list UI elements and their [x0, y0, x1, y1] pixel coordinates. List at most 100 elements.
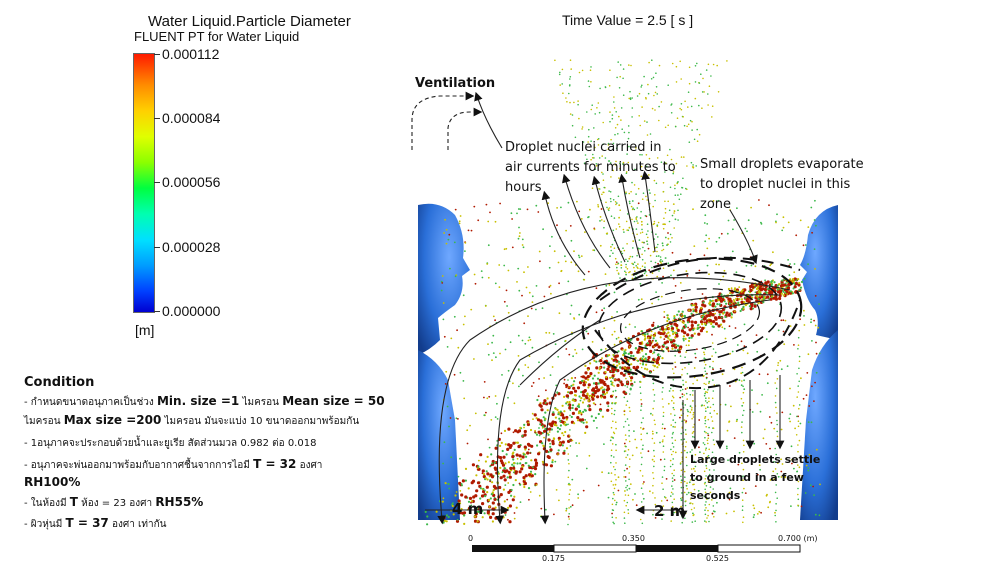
droplet [561, 440, 565, 444]
droplet [706, 401, 708, 404]
droplet [788, 417, 791, 420]
droplet [518, 454, 522, 458]
droplet [576, 405, 579, 408]
droplet [458, 481, 462, 485]
droplet [809, 484, 812, 487]
droplet [447, 482, 450, 486]
droplet [662, 244, 664, 247]
droplet [705, 397, 707, 400]
droplet [704, 407, 707, 410]
droplet [776, 378, 779, 380]
droplet [459, 490, 462, 492]
droplet [611, 333, 614, 336]
droplet [502, 516, 505, 519]
droplet [591, 397, 595, 401]
droplet [690, 312, 693, 315]
droplet [685, 500, 687, 502]
droplet [559, 424, 563, 427]
droplet [766, 288, 770, 291]
droplet [626, 418, 629, 420]
droplet [577, 412, 581, 415]
droplet [741, 499, 744, 502]
droplet [507, 427, 511, 431]
droplet [575, 352, 578, 355]
droplet [683, 470, 686, 473]
droplet [494, 282, 497, 285]
droplet [658, 270, 660, 272]
droplet [772, 251, 774, 254]
droplet [703, 404, 705, 407]
droplet [679, 60, 681, 63]
droplet [656, 275, 658, 278]
droplet [616, 364, 619, 367]
droplet [601, 390, 606, 394]
droplet [652, 513, 654, 516]
droplet [674, 426, 676, 428]
droplet [516, 457, 519, 460]
droplet [675, 65, 678, 68]
droplet [669, 459, 672, 462]
droplet [669, 233, 672, 236]
droplet [640, 463, 643, 466]
droplet [712, 403, 715, 406]
droplet [489, 480, 491, 483]
droplet [494, 395, 497, 397]
droplet [646, 332, 649, 336]
droplet [776, 412, 778, 414]
droplet [531, 412, 534, 415]
droplet [776, 435, 779, 438]
droplet [694, 308, 698, 313]
droplet [642, 497, 645, 500]
droplet [681, 320, 684, 323]
droplet [674, 337, 677, 339]
droplet [629, 255, 632, 258]
droplet [455, 519, 460, 523]
droplet [501, 449, 504, 453]
droplet [802, 244, 805, 247]
droplet [797, 385, 799, 387]
droplet [643, 120, 646, 122]
droplet [633, 261, 636, 264]
droplet [502, 455, 506, 459]
droplet [673, 210, 676, 212]
condition-value: T = 37 [65, 516, 109, 530]
droplet [568, 507, 570, 509]
droplet [758, 510, 761, 513]
droplet [797, 498, 800, 501]
droplet [690, 336, 693, 339]
droplet [507, 482, 510, 484]
droplet [516, 212, 518, 215]
droplet [622, 77, 624, 80]
droplet [679, 345, 683, 349]
droplet [458, 220, 461, 223]
droplet [559, 410, 562, 413]
droplet [567, 397, 569, 399]
droplet [654, 91, 657, 94]
droplet [542, 444, 545, 447]
droplet [769, 447, 771, 450]
droplet [672, 389, 674, 392]
droplet [677, 310, 680, 313]
droplet [444, 218, 446, 221]
droplet [671, 477, 674, 479]
droplet [470, 308, 473, 311]
droplet [444, 482, 447, 485]
droplet [671, 251, 674, 254]
droplet [610, 426, 613, 429]
droplet [674, 439, 677, 442]
droplet [707, 454, 710, 457]
droplet [654, 332, 657, 335]
droplet [711, 304, 715, 308]
droplet [662, 488, 664, 491]
droplet [718, 283, 720, 285]
droplet [609, 376, 612, 379]
droplet [583, 162, 586, 164]
droplet [617, 133, 619, 135]
droplet [807, 263, 809, 266]
droplet [798, 281, 801, 285]
droplet [578, 381, 583, 385]
droplet [581, 401, 585, 404]
droplet [768, 204, 770, 207]
droplet [699, 309, 703, 313]
droplet [704, 478, 707, 480]
